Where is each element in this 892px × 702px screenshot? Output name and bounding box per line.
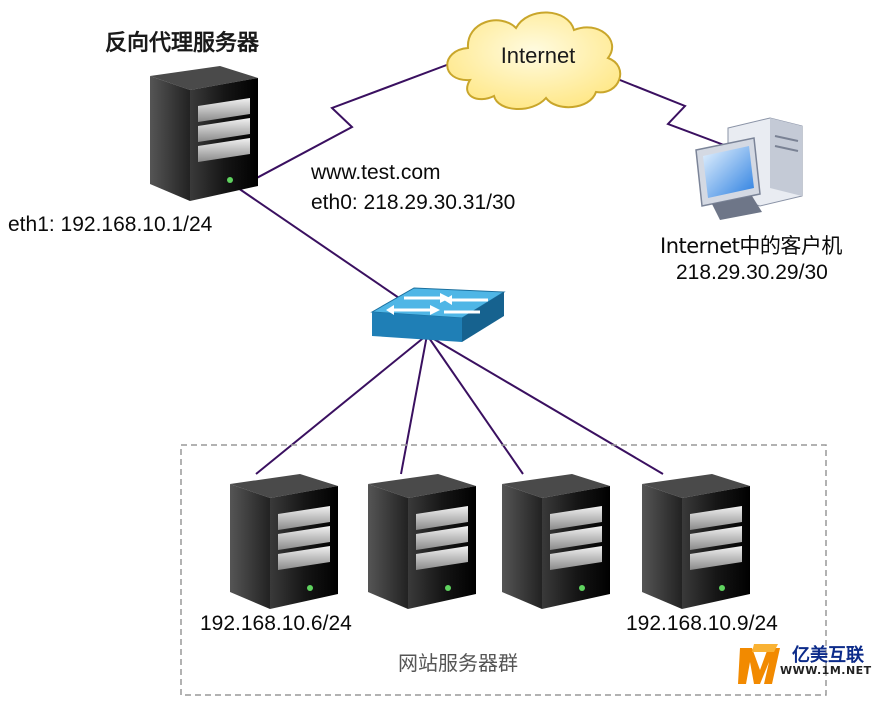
network-switch-icon <box>370 287 506 342</box>
web-server-3-icon <box>502 474 610 609</box>
workstation-icon <box>695 117 803 220</box>
web-server-1-icon <box>230 474 338 609</box>
web-server-2-icon <box>368 474 476 609</box>
client-label: Internet中的客户机 <box>660 234 842 258</box>
links <box>237 59 733 475</box>
brand-logo-url: WWW.1M.NET <box>780 664 872 677</box>
link-switch-to-server-4 <box>426 334 664 475</box>
link-switch-to-server-1 <box>255 334 428 475</box>
link-switch-to-server-3 <box>426 334 524 475</box>
server-group-boundary <box>180 444 827 696</box>
proxy-title: 反向代理服务器 <box>105 31 260 56</box>
web-server-4-ip: 192.168.10.9/24 <box>626 612 778 635</box>
internet-label: Internet <box>501 43 576 68</box>
cloud-icon <box>446 11 621 111</box>
web-server-4-icon <box>642 474 750 609</box>
link-internet-to-client <box>599 71 733 149</box>
proxy-server-icon <box>150 66 258 201</box>
brand-logo-text: 亿美互联 <box>792 645 864 666</box>
brand-logo <box>738 644 780 684</box>
link-proxy-to-switch <box>237 187 403 301</box>
web-server-1-ip: 192.168.10.6/24 <box>200 612 352 635</box>
client-ip: 218.29.30.29/30 <box>676 261 828 284</box>
link-proxy-to-internet <box>237 59 461 189</box>
proxy-eth1-address: eth1: 192.168.10.1/24 <box>8 213 213 236</box>
proxy-eth0-address: eth0: 218.29.30.31/30 <box>311 191 516 214</box>
server-group-label: 网站服务器群 <box>398 651 518 675</box>
link-switch-to-server-2 <box>400 334 428 475</box>
proxy-domain: www.test.com <box>311 161 441 184</box>
